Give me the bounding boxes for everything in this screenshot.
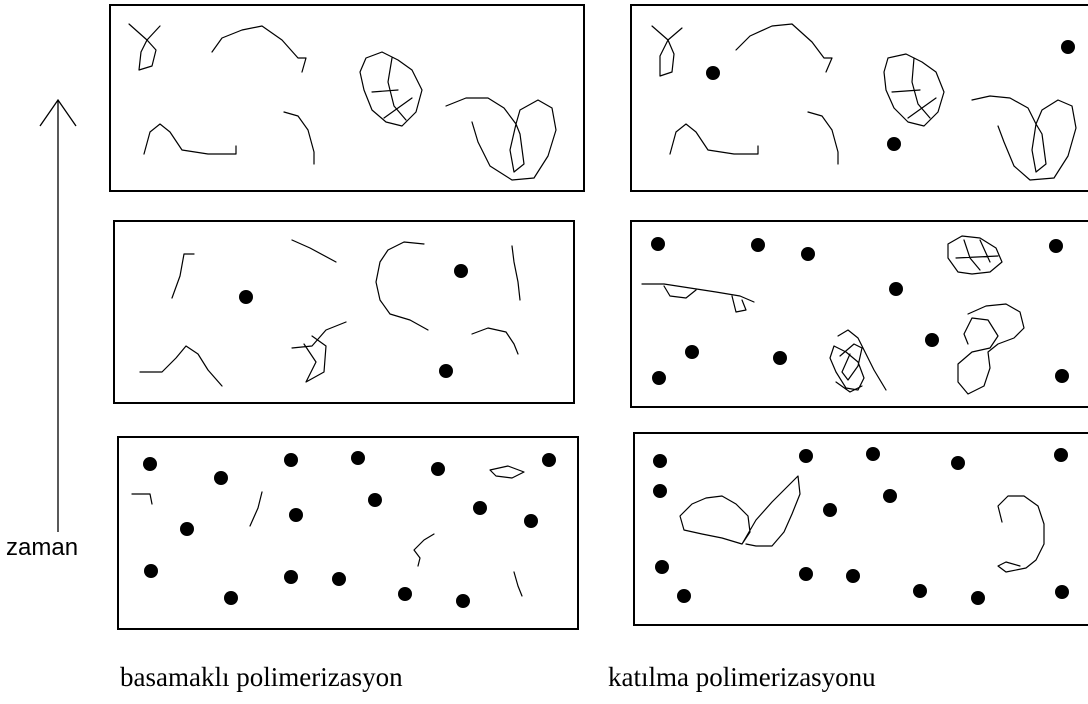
polymer-chains — [131, 465, 525, 597]
polymer-chains — [139, 239, 521, 387]
panel-left-top — [109, 4, 585, 192]
panel-right-middle — [630, 220, 1088, 408]
panel-right-top — [630, 4, 1088, 192]
time-arrow-icon — [39, 98, 77, 532]
monomer-dots — [706, 40, 1075, 151]
monomer-dots — [143, 451, 556, 608]
polymer-chains — [679, 475, 1045, 573]
polymer-chains — [128, 23, 557, 181]
time-axis-label: zaman — [6, 534, 79, 561]
monomer-dots — [653, 447, 1069, 605]
caption-step-polymerization: basamaklı polimerizasyon — [120, 662, 403, 692]
panel-left-bottom — [117, 436, 579, 630]
polymer-chains — [641, 235, 1025, 395]
monomer-dots — [239, 264, 468, 378]
panel-right-bottom — [633, 432, 1088, 626]
polymer-chains — [651, 23, 1077, 181]
monomer-dots — [651, 237, 1069, 385]
caption-addition-polymerization: katılma polimerizasyonu — [608, 662, 876, 692]
panel-left-middle — [113, 220, 575, 404]
